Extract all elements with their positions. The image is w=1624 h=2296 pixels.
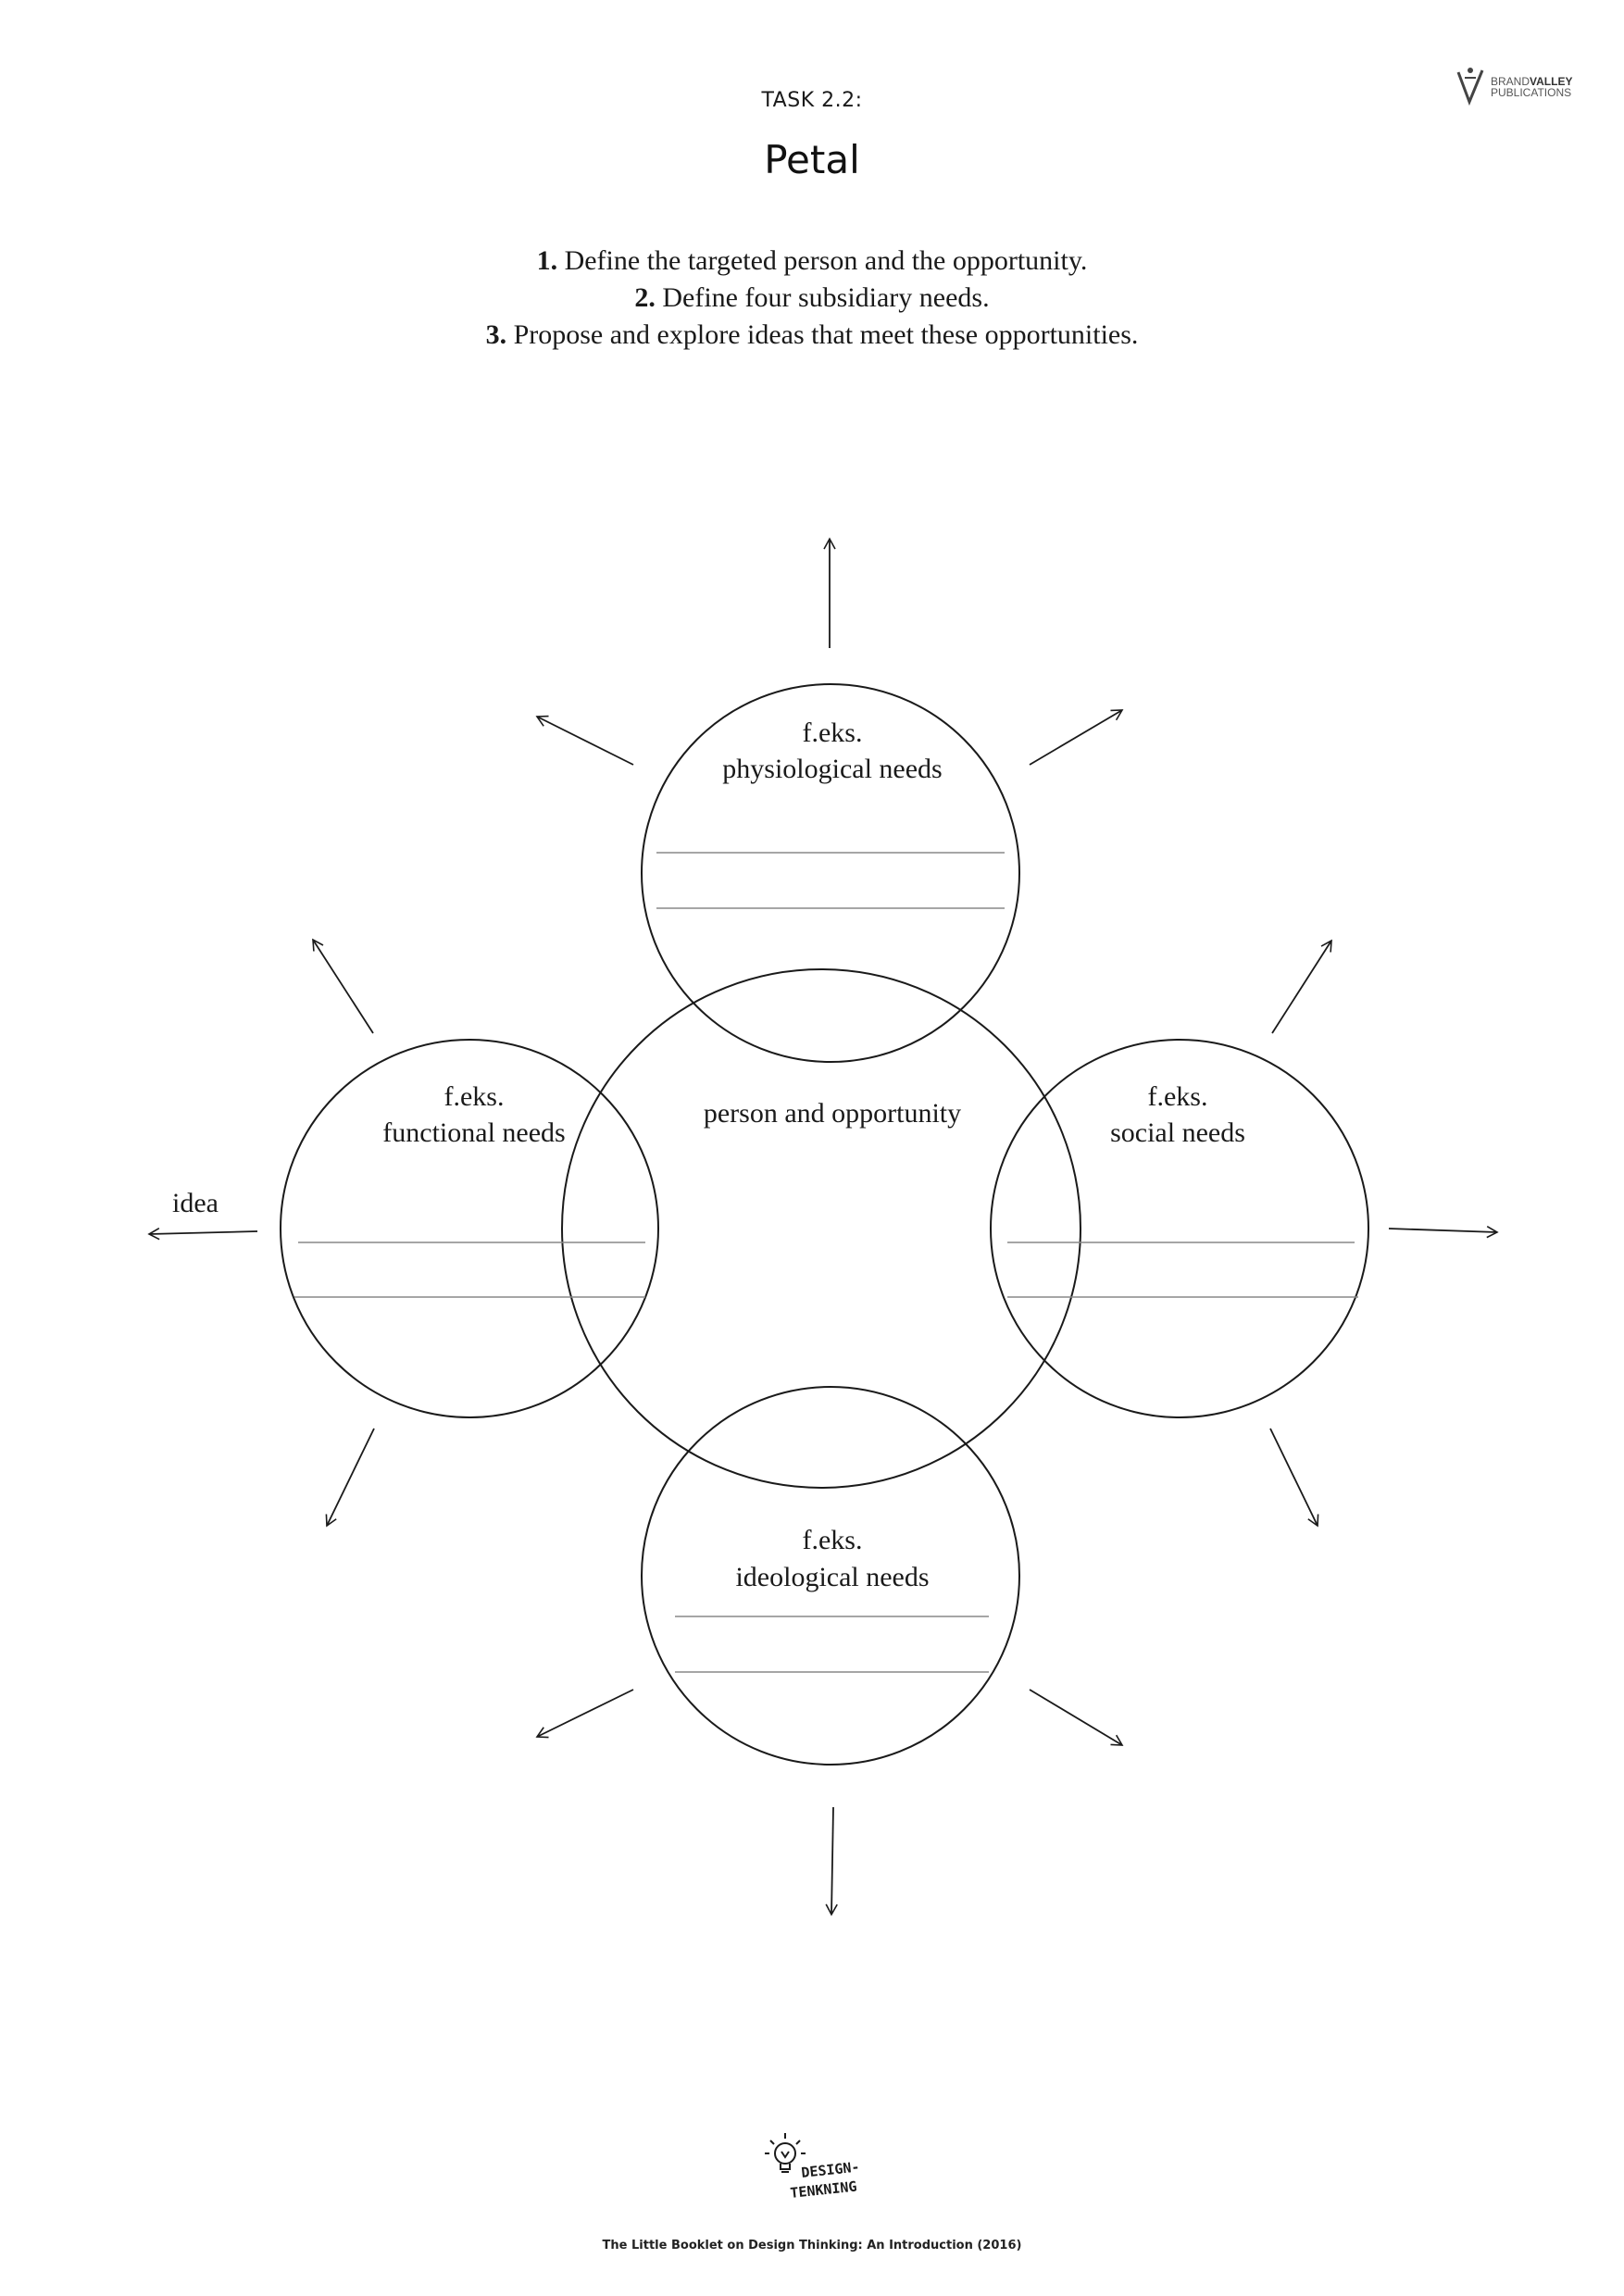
- left-petal-circle: [280, 1039, 659, 1418]
- left-petal-prefix: f.eks.: [444, 1081, 505, 1112]
- idea-arrow: [535, 715, 634, 766]
- idea-arrow: [147, 1228, 258, 1241]
- idea-arrow: [1029, 709, 1124, 766]
- brand-wordmark: BRANDVALLEY PUBLICATIONS: [1491, 76, 1572, 98]
- idea-arrow: [1029, 1689, 1124, 1746]
- idea-arrow: [1271, 939, 1332, 1034]
- idea-arrow: [1269, 1428, 1319, 1528]
- logo-line-2: TENKNING: [790, 2178, 858, 2202]
- center-circle: [561, 968, 1081, 1489]
- step-text: Define the targeted person and the oppor…: [557, 245, 1088, 276]
- bottom-petal-prefix: f.eks.: [803, 1525, 863, 1555]
- right-petal-prefix: f.eks.: [1148, 1081, 1208, 1112]
- lightbulb-icon: [765, 2133, 806, 2173]
- idea-arrow: [325, 1428, 375, 1528]
- center-label: person and opportunity: [704, 1098, 961, 1129]
- brand-subline: PUBLICATIONS: [1491, 86, 1572, 99]
- brandvalley-v-icon: [1456, 68, 1484, 106]
- left-petal-label: functional needs: [382, 1117, 565, 1148]
- bottom-petal-circle: [641, 1386, 1020, 1766]
- brand-word-bold: VALLEY: [1530, 75, 1573, 88]
- right-petal-label: social needs: [1110, 1117, 1245, 1148]
- step-number: 1.: [536, 245, 558, 276]
- brand-logo: BRANDVALLEY PUBLICATIONS: [1455, 65, 1576, 106]
- footer-caption: The Little Booklet on Design Thinking: A…: [602, 2239, 1022, 2252]
- idea-arrow: [535, 1689, 634, 1739]
- task-label: TASK 2.2:: [761, 89, 863, 112]
- design-tenkning-logo: DESIGN- TENKNING: [765, 2133, 860, 2202]
- step-text: Define four subsidiary needs.: [655, 282, 990, 313]
- instructions-list: 1. Define the targeted person and the op…: [0, 243, 1624, 354]
- step-number: 2.: [634, 282, 656, 313]
- idea-arrow: [312, 938, 374, 1034]
- page-title: Petal: [764, 137, 860, 182]
- bottom-petal-label: ideological needs: [735, 1562, 929, 1592]
- brand-word-light: BRAND: [1491, 75, 1530, 88]
- idea-arrow: [1388, 1225, 1499, 1239]
- instruction-step: 2. Define four subsidiary needs.: [0, 280, 1624, 317]
- top-petal-label: physiological needs: [722, 754, 942, 784]
- right-petal-circle: [990, 1039, 1369, 1418]
- top-petal-circle: [641, 683, 1020, 1063]
- idea-arrow: [825, 1806, 838, 1916]
- instruction-step: 1. Define the targeted person and the op…: [0, 243, 1624, 280]
- step-text: Propose and explore ideas that meet thes…: [506, 319, 1139, 350]
- top-petal-prefix: f.eks.: [803, 718, 863, 748]
- instruction-step: 3. Propose and explore ideas that meet t…: [0, 317, 1624, 354]
- idea-label: idea: [172, 1188, 219, 1218]
- step-number: 3.: [485, 319, 507, 350]
